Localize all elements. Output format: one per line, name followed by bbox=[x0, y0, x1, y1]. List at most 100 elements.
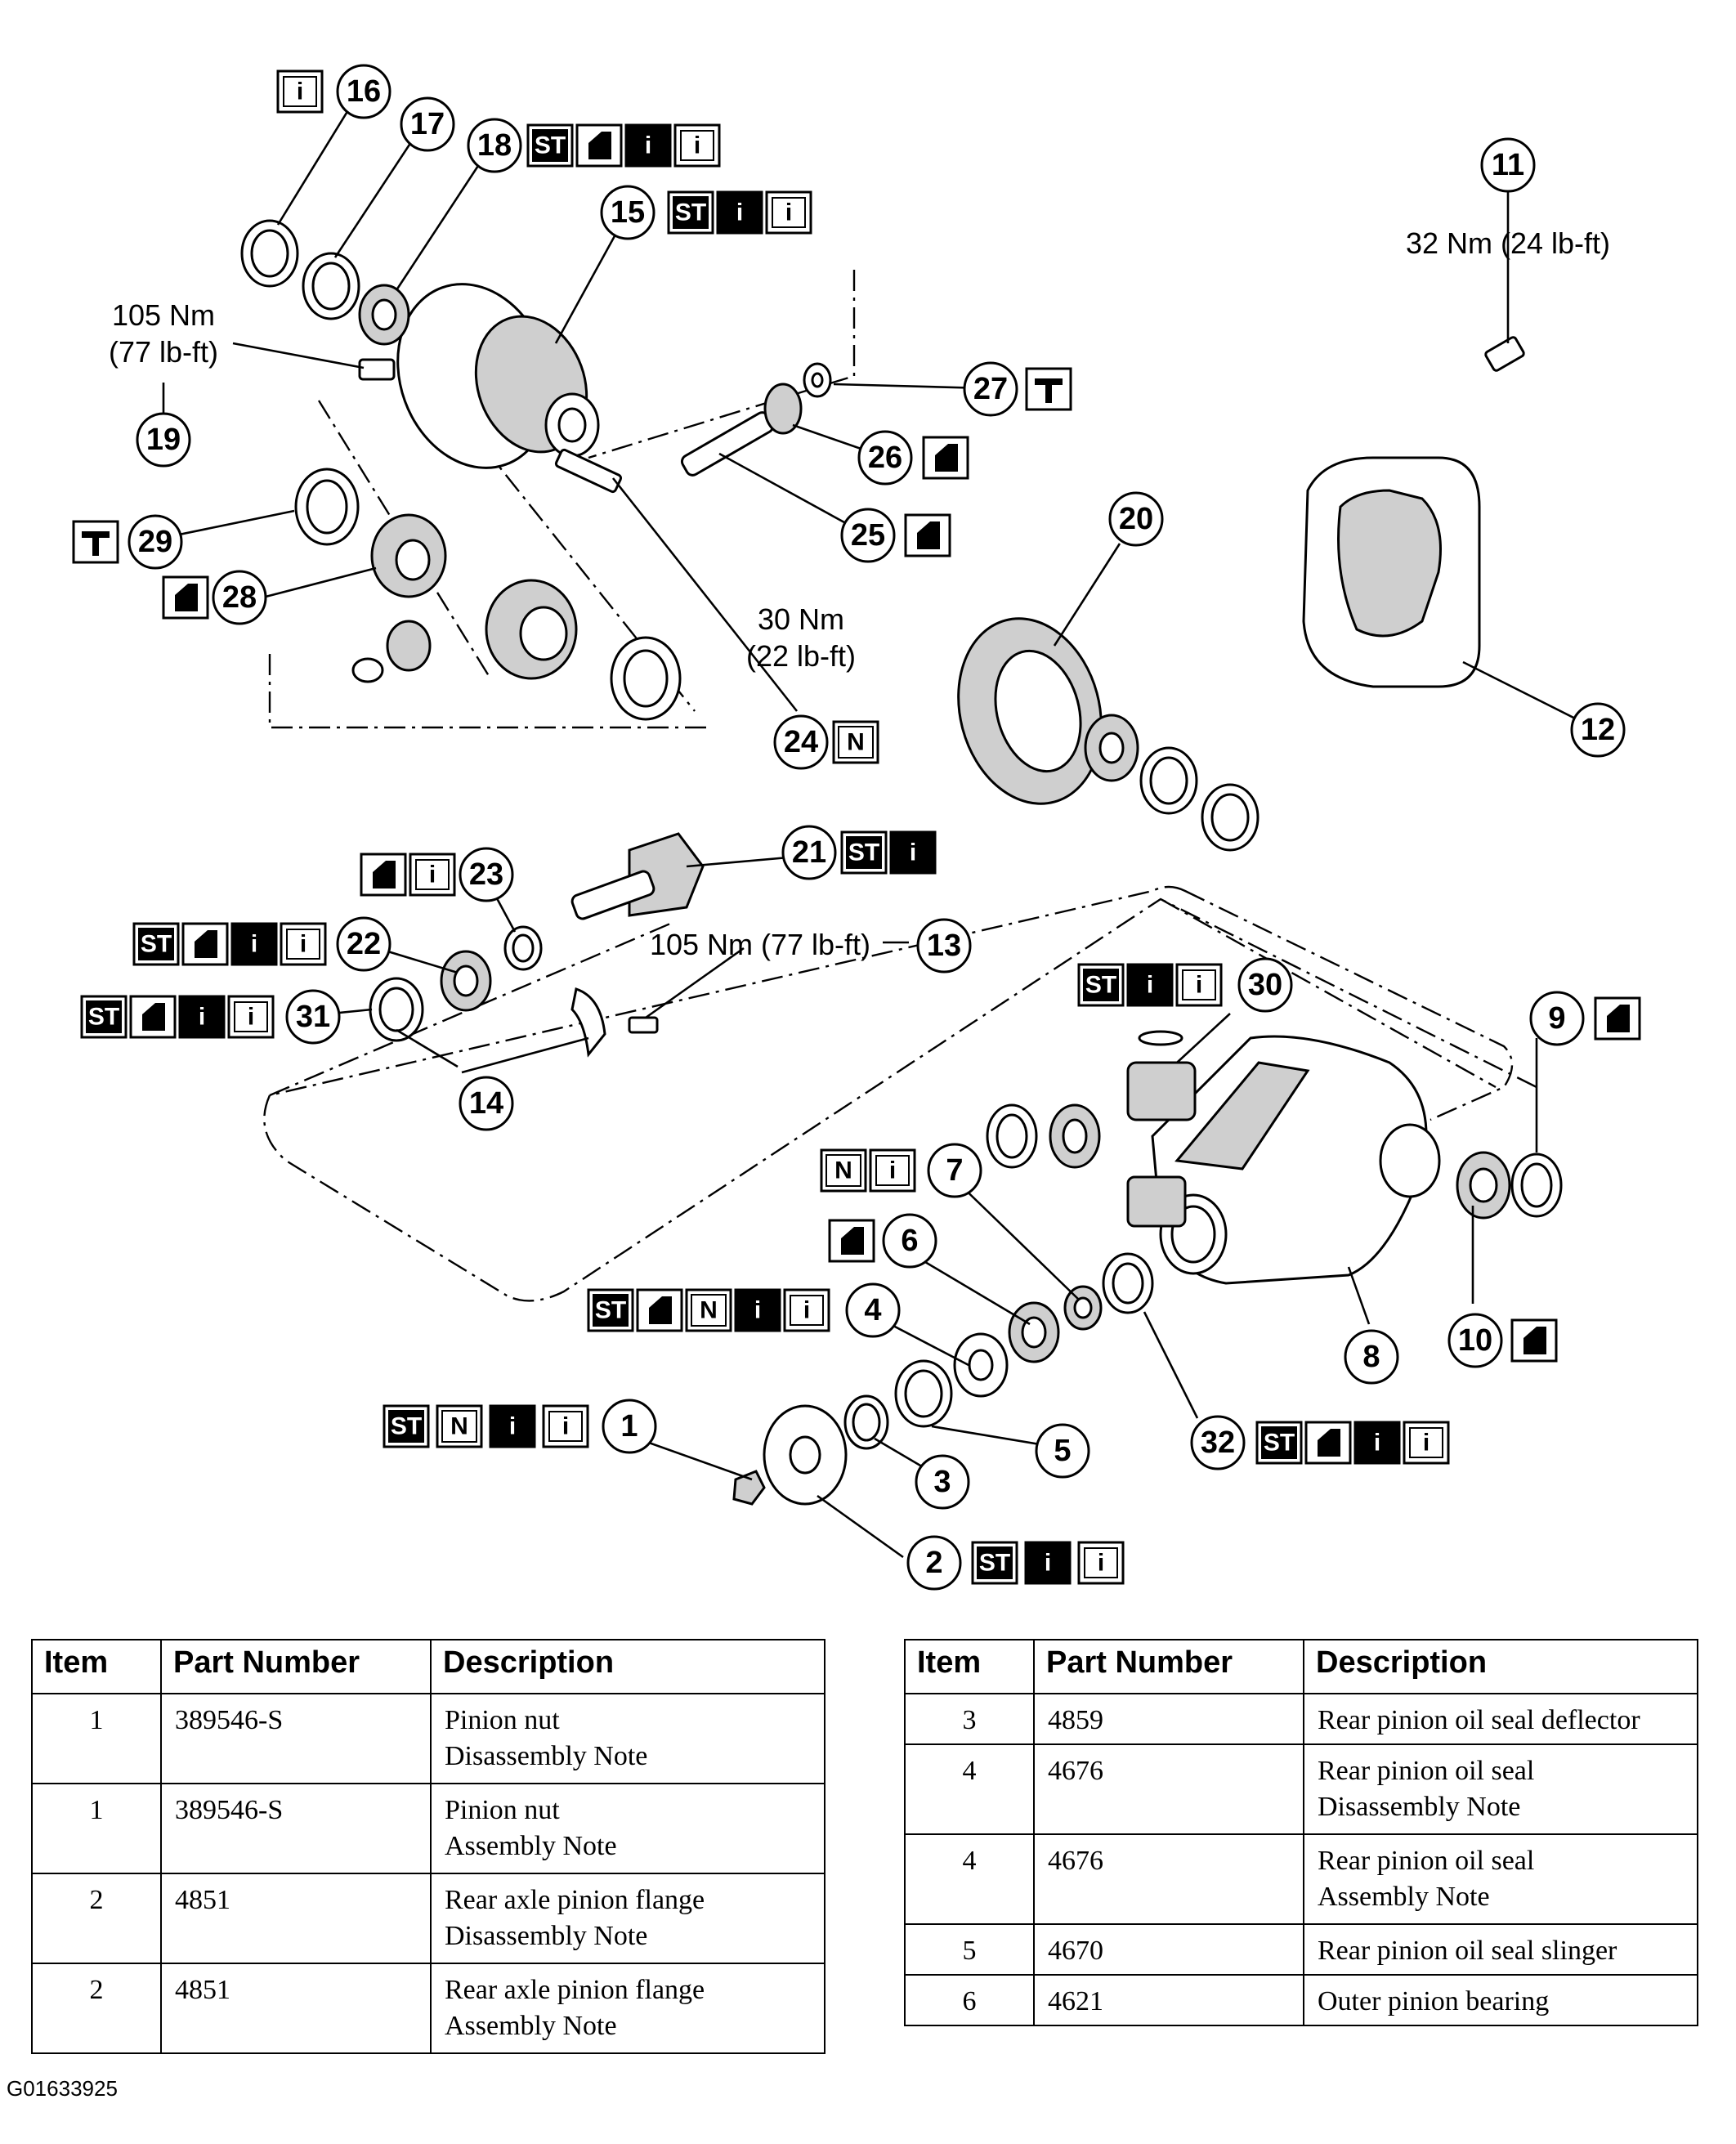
svg-text:29: 29 bbox=[138, 525, 172, 559]
callout-15: 15 bbox=[600, 185, 655, 240]
callout-29: 29 bbox=[128, 514, 183, 570]
svg-text:12: 12 bbox=[1581, 713, 1615, 747]
description-text: Rear pinion oil seal bbox=[1318, 1846, 1535, 1876]
info-dark-icon bbox=[1024, 1541, 1072, 1585]
symbols-31 bbox=[80, 995, 275, 1039]
cell-part-number: 4670 bbox=[1033, 1923, 1304, 1976]
bearing-cap-14 bbox=[570, 987, 606, 1058]
torque-spec-24-line2: (22 lb-ft) bbox=[746, 639, 856, 673]
callout-6: 6 bbox=[882, 1213, 937, 1269]
lubricant-icon bbox=[129, 995, 177, 1039]
cell-item: 4 bbox=[904, 1743, 1035, 1835]
info-icon bbox=[783, 1288, 830, 1332]
symbols-4 bbox=[587, 1288, 830, 1332]
lubricant-icon bbox=[636, 1288, 683, 1332]
lubricant-icon bbox=[162, 575, 209, 620]
pinion-gear-26 bbox=[763, 383, 803, 435]
ring-gear-20 bbox=[957, 617, 1103, 805]
svg-text:8: 8 bbox=[1362, 1340, 1380, 1374]
callout-16: 16 bbox=[336, 64, 391, 119]
info-dark-icon bbox=[1353, 1421, 1401, 1465]
cell-description: Rear pinion oil seal slinger bbox=[1303, 1923, 1698, 1976]
side-gear-28 bbox=[370, 513, 447, 598]
cell-part-number: 4851 bbox=[160, 1963, 432, 2054]
lubricant-icon bbox=[1594, 996, 1641, 1041]
cell-description: Outer pinion bearing bbox=[1303, 1974, 1698, 2026]
callout-11: 11 bbox=[1480, 137, 1536, 193]
axle-housing-8 bbox=[1151, 1035, 1441, 1285]
description-text: Rear pinion oil seal bbox=[1318, 1756, 1535, 1786]
table-row: 5 4670 Rear pinion oil seal slinger bbox=[904, 1923, 1698, 1976]
info-icon bbox=[673, 123, 721, 168]
lubricant-icon bbox=[1304, 1421, 1352, 1465]
description-text: Pinion nut bbox=[445, 1705, 560, 1735]
callout-31: 31 bbox=[285, 989, 341, 1045]
info-icon bbox=[869, 1148, 916, 1193]
cell-part-number: 389546-S bbox=[160, 1693, 432, 1784]
callout-30: 30 bbox=[1237, 957, 1293, 1013]
cell-part-number: 4676 bbox=[1033, 1833, 1304, 1925]
symbols-16 bbox=[276, 69, 324, 114]
callout-27: 27 bbox=[963, 361, 1018, 417]
callout-13: 13 bbox=[916, 918, 972, 974]
symbols-22 bbox=[132, 922, 327, 966]
symbols-18 bbox=[526, 123, 721, 168]
symbols-26 bbox=[922, 436, 969, 480]
parts-table-right: Item Part Number Description 3 4859 Rear… bbox=[904, 1639, 1698, 2026]
callout-5: 5 bbox=[1035, 1423, 1090, 1479]
cell-part-number: 4851 bbox=[160, 1873, 432, 1964]
svg-text:30: 30 bbox=[1248, 968, 1282, 1002]
symbols-23 bbox=[360, 853, 456, 897]
svg-text:14: 14 bbox=[469, 1086, 503, 1121]
callout-17: 17 bbox=[400, 96, 455, 152]
bearing-cup-31 bbox=[369, 977, 424, 1042]
svg-text:27: 27 bbox=[973, 372, 1008, 406]
column-header-description: Description bbox=[430, 1639, 825, 1694]
axle-cover-12 bbox=[1302, 456, 1481, 688]
collapsible-spacer-23 bbox=[503, 925, 543, 971]
info-dark-icon bbox=[889, 830, 937, 875]
new-part-icon bbox=[820, 1148, 867, 1193]
svg-text:31: 31 bbox=[296, 1000, 330, 1034]
callout-12: 12 bbox=[1570, 702, 1626, 758]
symbols-9 bbox=[1594, 996, 1641, 1041]
svg-text:18: 18 bbox=[477, 128, 512, 163]
description-text: Pinion nut bbox=[445, 1795, 560, 1825]
torque-spec-19-line2: (77 lb-ft) bbox=[109, 335, 218, 369]
info-dark-icon bbox=[178, 995, 226, 1039]
symbols-1 bbox=[383, 1404, 589, 1448]
special-tool-icon bbox=[1077, 963, 1125, 1007]
exploded-view-diagram: ST N i i bbox=[72, 64, 1641, 1591]
bearing-cap-bolt-13 bbox=[628, 1016, 659, 1034]
description-note: Assembly Note bbox=[445, 2011, 617, 2041]
svg-text:16: 16 bbox=[347, 74, 381, 109]
symbols-25 bbox=[904, 513, 951, 557]
description-text: Outer pinion bearing bbox=[1318, 1986, 1550, 2016]
svg-text:24: 24 bbox=[784, 725, 818, 759]
svg-text:7: 7 bbox=[946, 1153, 963, 1188]
cell-part-number: 4676 bbox=[1033, 1743, 1304, 1835]
lubricant-icon bbox=[360, 853, 407, 897]
differential-bearings-right bbox=[1084, 714, 1259, 852]
column-header-description: Description bbox=[1303, 1639, 1698, 1694]
callout-32: 32 bbox=[1190, 1415, 1246, 1470]
cell-description: Rear pinion oil seal deflector bbox=[1303, 1693, 1698, 1745]
lubricant-icon bbox=[828, 1219, 875, 1263]
svg-text:17: 17 bbox=[410, 107, 445, 141]
description-note: Disassembly Note bbox=[445, 1741, 648, 1771]
callout-24: 24 bbox=[773, 714, 829, 770]
symbols-2 bbox=[971, 1541, 1125, 1585]
side-bearing-right bbox=[610, 636, 682, 721]
description-note: Assembly Note bbox=[445, 1831, 617, 1861]
svg-text:6: 6 bbox=[901, 1224, 918, 1258]
description-note: Assembly Note bbox=[1318, 1882, 1490, 1912]
info-dark-icon bbox=[1126, 963, 1174, 1007]
info-icon bbox=[542, 1404, 589, 1448]
new-part-icon bbox=[832, 720, 879, 764]
info-dark-icon bbox=[624, 123, 672, 168]
lubricant-icon bbox=[575, 123, 623, 168]
side-gear-large bbox=[485, 579, 578, 680]
